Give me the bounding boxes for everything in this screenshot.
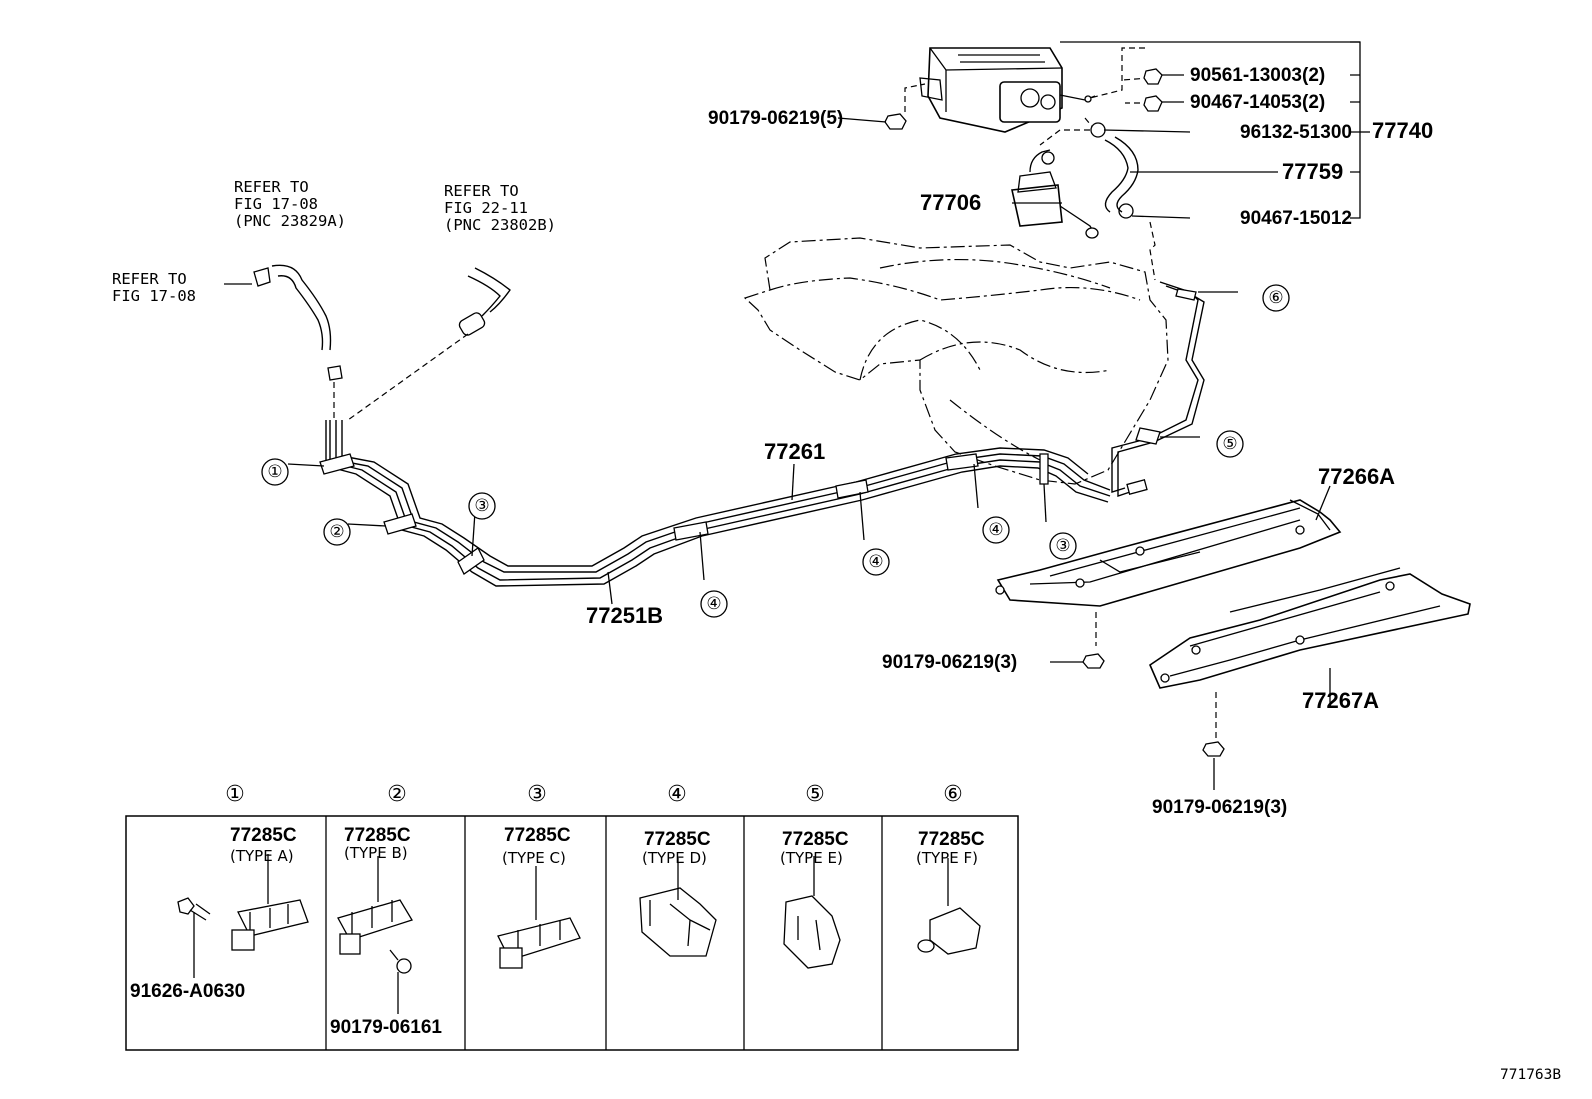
callout-3[interactable]: ③ [474,496,490,516]
legend-callout-3: ③ [527,782,547,807]
legend-part-type-f[interactable]: 77285C [918,829,985,850]
callout-5[interactable]: ⑤ [1222,434,1238,454]
legend-part-type-d[interactable]: 77285C [644,829,711,850]
part-number-77266a[interactable]: 77266A [1318,464,1396,489]
legend-callout-6: ⑥ [943,782,963,807]
nut-icon [1202,741,1225,757]
legend-type-d: (TYPE D) [642,849,707,867]
part-number-90561[interactable]: 90561-13003(2) [1190,65,1326,86]
part-number-90467-14053[interactable]: 90467-14053(2) [1190,92,1326,113]
nut-icon [1082,653,1105,669]
refer-fig-22-11-line2: FIG 22-11 [444,199,528,217]
legend-type-f: (TYPE F) [916,849,978,867]
legend-callout-5: ⑤ [805,782,825,807]
legend-callout-4: ④ [667,782,687,807]
callout-4[interactable]: ④ [706,594,722,614]
charcoal-canister-illustration [919,47,1096,133]
part-number-77759[interactable]: 77759 [1282,159,1344,184]
legend-callout-2: ② [387,782,407,807]
refer-fig-17-08-line1: REFER TO [112,270,187,288]
legend-type-b: (TYPE B) [344,844,408,862]
callout-1[interactable]: ① [267,462,283,482]
part-number-90179-06219-3b[interactable]: 90179-06219(3) [1152,797,1288,818]
legend-type-a: (TYPE A) [230,847,294,865]
refer-fig-17-08-line2: FIG 17-08 [112,287,196,305]
clip-type-f-illustration [917,858,981,955]
part-number-90179-06219-5[interactable]: 90179-06219(5) [708,108,844,129]
part-number-77251b[interactable]: 77251B [586,603,664,628]
clip-legend-table [125,815,1019,1051]
clip-type-d-illustration [639,858,717,957]
nut-icon [884,68,1163,130]
legend-part-90179-06161[interactable]: 90179-06161 [330,1017,442,1038]
part-number-77267a[interactable]: 77267A [1302,688,1380,713]
callout-3[interactable]: ③ [1055,536,1071,556]
legend-part-91626[interactable]: 91626-A0630 [130,981,246,1002]
callout-2[interactable]: ② [329,522,345,542]
callout-4[interactable]: ④ [988,520,1004,540]
clip-type-e-illustration [783,856,841,969]
legend-part-type-c[interactable]: 77285C [504,825,571,846]
refer-fig-22-11-line1: REFER TO [444,182,519,200]
refer-fig-22-11-line3: (PNC 23802B) [444,216,556,234]
clip-type-b-illustration [337,856,413,1014]
refer-fig-17-08-pnc-line3: (PNC 23829A) [234,212,346,230]
legend-callout-1: ① [225,782,245,807]
part-number-77706[interactable]: 77706 [920,190,982,215]
part-number-90179-06219-3a[interactable]: 90179-06219(3) [882,652,1018,673]
clip-type-c-illustration [497,866,581,969]
vacuum-switching-valve-illustration [1011,149,1099,239]
legend-part-type-a[interactable]: 77285C [230,825,297,846]
part-number-77740[interactable]: 77740 [1372,118,1434,143]
callout-4[interactable]: ④ [868,552,884,572]
fuel-tube-protector-illustration [995,499,1471,689]
callout-6[interactable]: ⑥ [1268,288,1284,308]
refer-fig-17-08-pnc-line1: REFER TO [234,178,309,196]
fuel-tank-outline [743,237,1169,485]
part-number-77261[interactable]: 77261 [764,439,826,464]
callout-circles [261,284,1290,618]
refer-fig-17-08-pnc-line2: FIG 17-08 [234,195,318,213]
part-number-90467-15012[interactable]: 90467-15012 [1240,208,1352,229]
legend-type-e: (TYPE E) [780,849,843,867]
hose-illustration [253,264,511,381]
hose-clamp-icon [1090,122,1134,219]
clip-type-a-illustration [177,854,309,978]
legend-part-type-b[interactable]: 77285C [344,825,411,846]
part-number-96132[interactable]: 96132-51300 [1240,122,1352,143]
fuel-line-illustration [319,420,1111,587]
legend-part-type-e[interactable]: 77285C [782,829,849,850]
legend-type-c: (TYPE C) [502,849,566,867]
figure-id: 771763B [1500,1067,1562,1083]
